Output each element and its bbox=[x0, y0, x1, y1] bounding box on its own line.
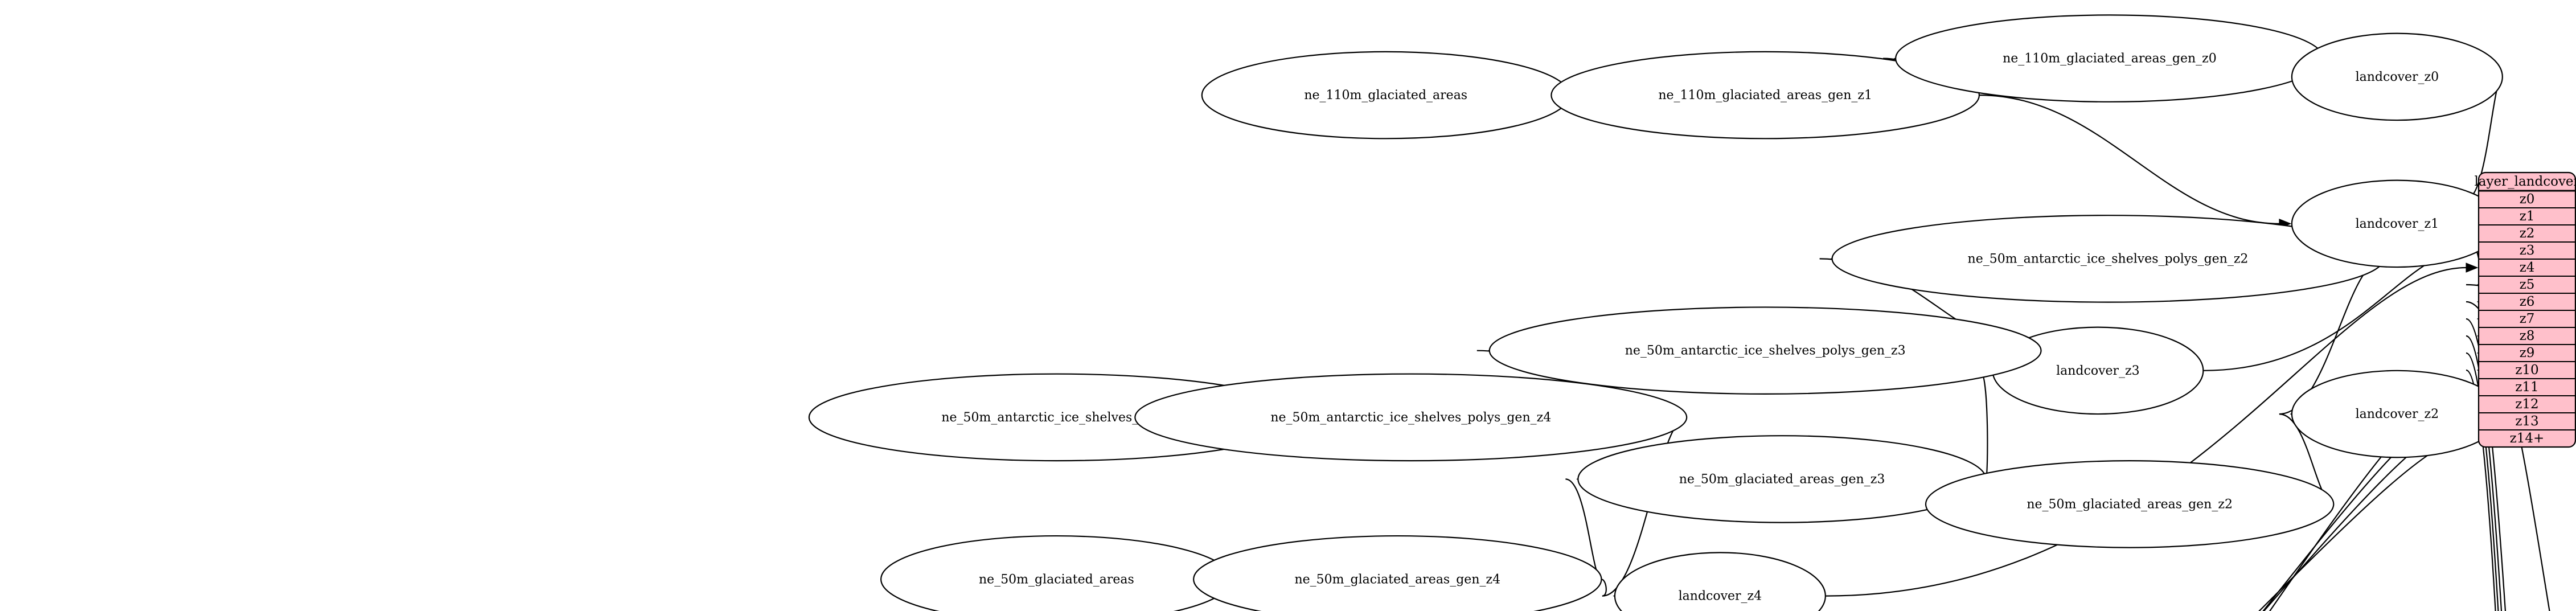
edge-line bbox=[1979, 95, 2279, 224]
graph-edge bbox=[1979, 95, 2292, 229]
graph-node-ne-110m-glaciated-areas[interactable]: ne_110m_glaciated_areas bbox=[1201, 51, 1570, 140]
nodes-layer: imposm3osm_landcover_polygonsimplify_vw_… bbox=[808, 14, 2503, 611]
node-ellipse-shape bbox=[1201, 51, 1570, 140]
node-ellipse-shape bbox=[1134, 373, 1688, 462]
node-ellipse-shape bbox=[2291, 179, 2503, 268]
graph-node-ne-50m-glaciated-areas-gen-z4[interactable]: ne_50m_glaciated_areas_gen_z4 bbox=[1193, 535, 1602, 611]
graph-node-landcover-z1[interactable]: landcover_z1 bbox=[2291, 179, 2503, 268]
graph-node-landcover-z4[interactable]: landcover_z4 bbox=[1614, 552, 1826, 611]
node-ellipse-shape bbox=[1925, 460, 2335, 548]
node-ellipse-shape bbox=[1193, 535, 1602, 611]
node-ellipse-shape bbox=[1895, 14, 2324, 102]
node-ellipse-shape bbox=[2291, 370, 2503, 458]
node-ellipse-shape bbox=[1550, 51, 1980, 140]
edge-arrowhead bbox=[2466, 263, 2479, 273]
record-node-layer-landcover[interactable]: layer_landcoverz0z1z2z3z4z5z6z7z8z9z10z1… bbox=[2474, 171, 2576, 448]
graph-node-landcover-z2[interactable]: landcover_z2 bbox=[2291, 370, 2503, 458]
graph-node-ne-50m-glaciated-areas[interactable]: ne_50m_glaciated_areas bbox=[880, 535, 1233, 611]
graph-node-ne-50m-glaciated-areas-gen-z3[interactable]: ne_50m_glaciated_areas_gen_z3 bbox=[1577, 435, 1987, 523]
edge-line bbox=[2263, 420, 2467, 611]
graph-node-landcover-z0[interactable]: landcover_z0 bbox=[2291, 32, 2503, 121]
edge-line bbox=[1601, 579, 1607, 597]
graph-node-ne-50m-antarctic-ice-shelves-polys-gen-z4[interactable]: ne_50m_antarctic_ice_shelves_polys_gen_z… bbox=[1134, 373, 1688, 462]
edge-line bbox=[1825, 266, 2467, 597]
record-node-layer: layer_landcoverz0z1z2z3z4z5z6z7z8z9z10z1… bbox=[2474, 171, 2576, 448]
node-ellipse-shape bbox=[1577, 435, 1987, 523]
graph-node-ne-50m-antarctic-ice-shelves-polys-gen-z3[interactable]: ne_50m_antarctic_ice_shelves_polys_gen_z… bbox=[1488, 306, 2042, 395]
edge-line bbox=[1979, 370, 1988, 480]
edge-line bbox=[2262, 403, 2467, 611]
node-ellipse-shape bbox=[880, 535, 1233, 611]
graph-node-ne-110m-glaciated-areas-gen-z0[interactable]: ne_110m_glaciated_areas_gen_z0 bbox=[1895, 14, 2324, 102]
node-ellipse-shape bbox=[1614, 552, 1826, 611]
graph-edge bbox=[1825, 263, 2479, 597]
node-ellipse-shape bbox=[2291, 32, 2503, 121]
edge-line bbox=[2258, 437, 2467, 611]
graph-node-ne-50m-glaciated-areas-gen-z2[interactable]: ne_50m_glaciated_areas_gen_z2 bbox=[1925, 460, 2335, 548]
node-ellipse-shape bbox=[1488, 306, 2042, 395]
